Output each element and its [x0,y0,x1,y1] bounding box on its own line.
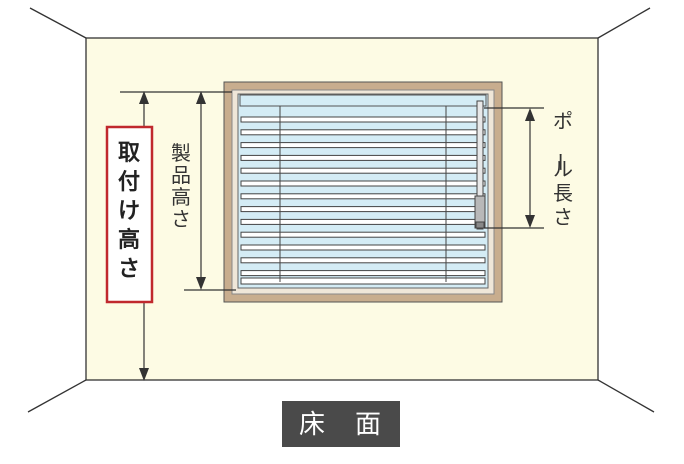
blind-slat [240,167,486,174]
product-height-dimension [184,96,236,291]
blind-slat [240,231,486,238]
pole-length-dimension [484,107,544,229]
blind-slats [240,116,486,285]
pole-length-arrow-top [525,108,535,121]
blind-slat [240,154,486,161]
blind-slat [240,206,486,213]
product-height-arrow-top [196,91,206,104]
floor-badge [282,401,400,447]
blind-slat [240,180,486,187]
ladder-cords [279,106,447,282]
mount-height-highlight-box [105,125,154,304]
blind-slat [240,116,486,123]
blind-slat [240,218,486,225]
blind-slat [240,129,486,136]
mount-height-arrow-top [139,91,149,104]
blind-slat [240,244,486,251]
bottom-rail [240,277,486,285]
tilt-pole [474,100,486,230]
blind-slat [240,142,486,149]
pole-length-label: ポール長さ [548,109,573,229]
pole-length-arrow-bottom [525,215,535,228]
product-height-arrow-bottom [196,277,206,290]
mount-height-arrow-bottom [139,368,149,381]
blind-slat [240,193,486,200]
head-rail [239,94,487,107]
floor-label: 床 面 [299,410,383,440]
room-outline [27,7,655,413]
mount-height-label: 取付け高さ [118,141,140,282]
blind-slat [240,257,486,264]
blind-slat [240,270,486,277]
product-height-label: 製品高さ [171,141,191,231]
